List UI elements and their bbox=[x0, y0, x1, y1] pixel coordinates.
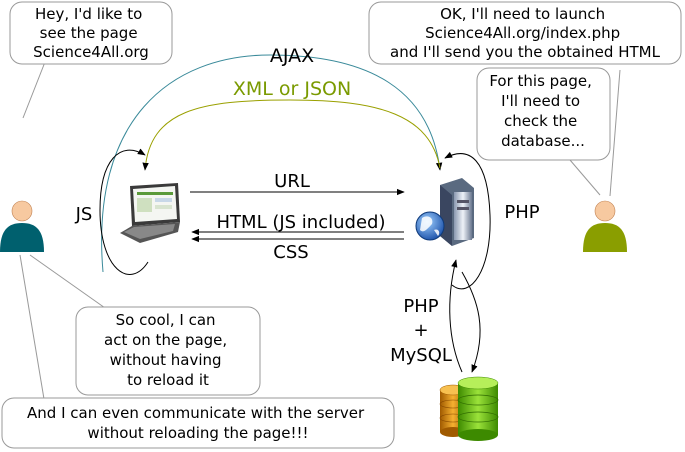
bubble-server-reply-line: and I'll send you the obtained HTML bbox=[390, 43, 661, 61]
server-icon bbox=[415, 178, 474, 246]
bubble-user-request-line: Science4All.org bbox=[33, 43, 149, 61]
bubble-user-request-line: Hey, I'd like to bbox=[35, 5, 142, 23]
css-label: CSS bbox=[273, 242, 308, 263]
php-db-label: PHP bbox=[403, 296, 438, 317]
mysql-label: MySQL bbox=[390, 345, 452, 366]
bubble-user-cool-line: act on the page, bbox=[104, 331, 227, 349]
php-loop-label: PHP bbox=[504, 202, 539, 223]
bubble-user-ajax-line: And I can even communicate with the serv… bbox=[27, 404, 365, 422]
bubble-user-ajax-line: without reloading the page!!! bbox=[87, 424, 308, 442]
bubble-server-db-line: For this page, bbox=[489, 72, 592, 90]
bubble-server-reply-line: OK, I'll need to launch bbox=[440, 5, 605, 23]
url-label: URL bbox=[274, 171, 310, 192]
server-person-icon bbox=[583, 200, 627, 252]
svg-text:And I can even communicate wit: And I can even communicate with the serv… bbox=[27, 404, 369, 442]
client-person-icon bbox=[0, 200, 44, 252]
bubble-user-cool-line: So cool, I can bbox=[116, 311, 216, 329]
database-icon bbox=[439, 376, 499, 441]
svg-text:So cool, I can act on th: So cool, I can act on the page, without … bbox=[104, 311, 232, 389]
bubble-user-ajax: And I can even communicate with the serv… bbox=[1, 254, 395, 449]
bubble-user-cool: So cool, I can act on the page, without … bbox=[29, 254, 261, 396]
svg-text:For this page, I'll need: For this page, I'll need to check the da… bbox=[489, 72, 596, 150]
laptop-icon bbox=[120, 183, 180, 243]
bubble-server-db-line: I'll need to bbox=[501, 92, 580, 110]
bubble-server-db-line: database... bbox=[501, 132, 585, 150]
bubble-user-request: Hey, I'd like to see the page Science4Al… bbox=[9, 1, 173, 119]
bubble-user-request-line: see the page bbox=[40, 24, 138, 42]
svg-text:OK, I'll need to launch: OK, I'll need to launch Science4All.org/… bbox=[390, 5, 661, 61]
html-label: HTML (JS included) bbox=[217, 212, 386, 233]
svg-text:Hey, I'd like to see the: Hey, I'd like to see the page Science4Al… bbox=[33, 5, 149, 61]
bubble-user-cool-line: without having bbox=[110, 351, 222, 369]
js-loop bbox=[99, 148, 149, 275]
php-loop bbox=[444, 151, 491, 290]
bubble-server-reply-line: Science4All.org/index.php bbox=[425, 24, 620, 42]
bubble-server-db-line: check the bbox=[504, 112, 577, 130]
db-request-arrow bbox=[461, 271, 481, 373]
xml-json-label: XML or JSON bbox=[233, 78, 351, 100]
ajax-arc bbox=[101, 54, 443, 273]
db-response-arrow bbox=[449, 259, 463, 373]
plus-label: + bbox=[413, 320, 428, 341]
bubble-server-db: For this page, I'll need to check the da… bbox=[476, 67, 611, 196]
bubble-user-cool-line: to reload it bbox=[127, 371, 209, 389]
xml-json-arc bbox=[142, 99, 441, 171]
bubble-server-reply: OK, I'll need to launch Science4All.org/… bbox=[368, 1, 682, 197]
js-label: JS bbox=[75, 204, 93, 225]
ajax-label: AJAX bbox=[270, 45, 314, 67]
